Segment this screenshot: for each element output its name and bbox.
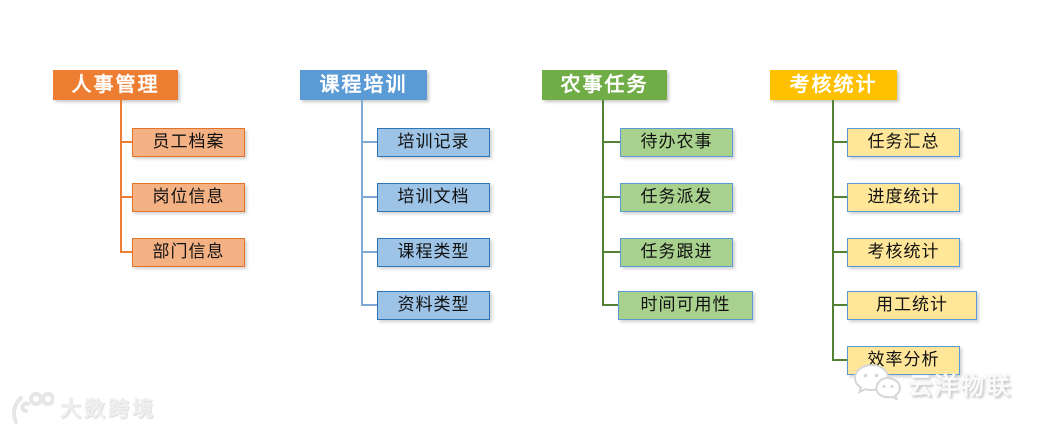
connector-line (833, 196, 847, 198)
connector-line (603, 251, 620, 253)
connector-line (361, 100, 363, 306)
leaf-node: 培训记录 (377, 128, 490, 157)
leaf-node: 岗位信息 (132, 183, 245, 212)
branch-header: 人事管理 (53, 70, 178, 100)
leaf-node: 任务汇总 (847, 128, 960, 157)
connector-line (120, 100, 122, 253)
connector-line (832, 100, 834, 361)
connector-line (362, 196, 377, 198)
watermark-text: 云洋物联 (908, 372, 1012, 400)
connector-line (121, 141, 133, 143)
watermark-text: 大数跨境 (60, 398, 156, 421)
leaf-node: 待办农事 (620, 128, 733, 157)
leaf-node: 任务派发 (620, 183, 733, 212)
connector-line (121, 251, 133, 253)
branch-header: 课程培训 (300, 70, 427, 100)
leaf-node: 考核统计 (847, 238, 960, 267)
connector-line (362, 304, 377, 306)
connector-line (603, 196, 620, 198)
dashukuajing-logo (8, 390, 55, 426)
watermark-bottom-left: 大数跨境 (8, 390, 156, 426)
leaf-node: 课程类型 (377, 238, 490, 267)
branch-header: 农事任务 (542, 70, 667, 100)
leaf-node: 培训文档 (377, 183, 490, 212)
leaf-node: 时间可用性 (618, 291, 753, 320)
leaf-node: 任务跟进 (620, 238, 733, 267)
leaf-node: 员工档案 (132, 128, 245, 157)
watermark-bottom-right: 云洋物联 (852, 362, 1012, 404)
leaf-node: 用工统计 (847, 291, 977, 320)
connector-line (833, 359, 847, 361)
branch-header: 考核统计 (770, 70, 897, 100)
connector-line (603, 304, 618, 306)
leaf-node: 进度统计 (847, 183, 960, 212)
wechat-icon (852, 362, 902, 404)
connector-line (362, 141, 377, 143)
leaf-node: 部门信息 (132, 238, 245, 267)
connector-line (833, 251, 847, 253)
connector-line (362, 251, 377, 253)
connector-line (602, 100, 604, 306)
connector-line (833, 304, 847, 306)
connector-line (833, 141, 847, 143)
leaf-node: 资料类型 (377, 291, 490, 320)
connector-line (121, 196, 133, 198)
connector-line (603, 141, 620, 143)
